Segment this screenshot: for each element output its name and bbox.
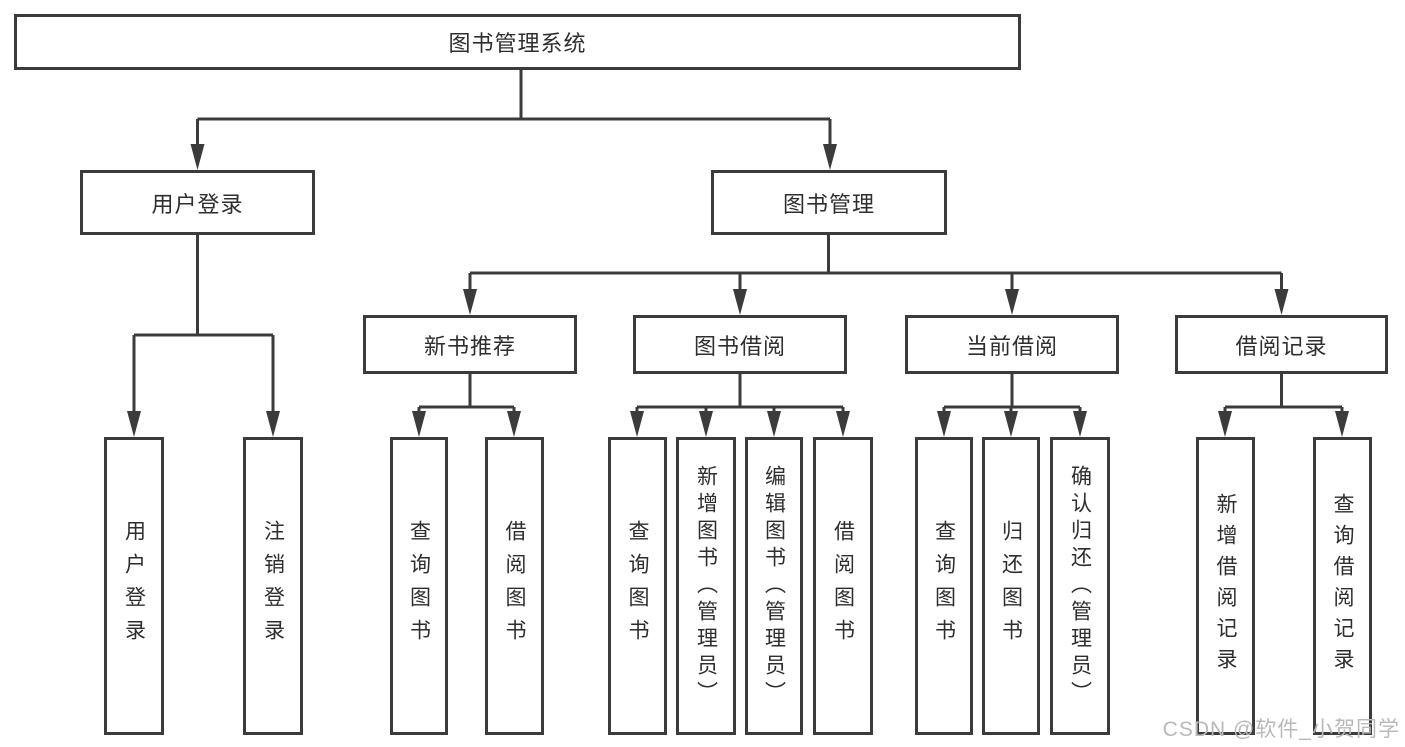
leaf-records-add-borrow-record: 新增借阅记录	[1196, 437, 1255, 735]
leaf-borrowing-add-books-admin: 新增图书（管理员）	[676, 437, 736, 735]
leaf-current-return-books: 归还图书	[982, 437, 1040, 735]
node-book-borrowing: 图书借阅	[633, 315, 847, 374]
leaf-recommend-query-books: 查询图书	[390, 437, 448, 735]
leaf-user-login: 用户登录	[104, 437, 164, 735]
leaf-current-query-books: 查询图书	[915, 437, 973, 735]
leaf-borrowing-edit-books-admin: 编辑图书（管理员）	[745, 437, 803, 735]
node-book-management: 图书管理	[711, 170, 947, 235]
connector-new-book-recommendation-to-leaves	[412, 373, 521, 437]
connector-book-management-to-level3	[463, 235, 1289, 315]
leaf-logout: 注销登录	[243, 437, 303, 735]
node-new-book-recommendation: 新书推荐	[363, 315, 577, 374]
node-borrowing-records: 借阅记录	[1175, 315, 1388, 374]
connector-book-borrowing-to-leaves	[630, 373, 850, 437]
connector-user-login-to-leaves	[127, 235, 280, 437]
leaf-borrowing-query-books: 查询图书	[608, 437, 667, 735]
connector-borrowing-records-to-leaves	[1218, 373, 1349, 437]
node-library-management-system: 图书管理系统	[14, 14, 1021, 70]
csdn-watermark: CSDN @软件_小贺同学	[1162, 718, 1400, 741]
node-current-borrowing: 当前借阅	[905, 315, 1119, 374]
connector-root-to-level2	[190, 69, 837, 170]
node-user-login: 用户登录	[80, 170, 315, 235]
leaf-borrowing-borrow-books: 借阅图书	[813, 437, 873, 735]
leaf-records-query-borrow-record: 查询借阅记录	[1313, 437, 1372, 735]
leaf-current-confirm-return-admin: 确认归还（管理员）	[1050, 437, 1110, 735]
leaf-recommend-borrow-books: 借阅图书	[485, 437, 544, 735]
connector-current-borrowing-to-leaves	[937, 373, 1087, 437]
